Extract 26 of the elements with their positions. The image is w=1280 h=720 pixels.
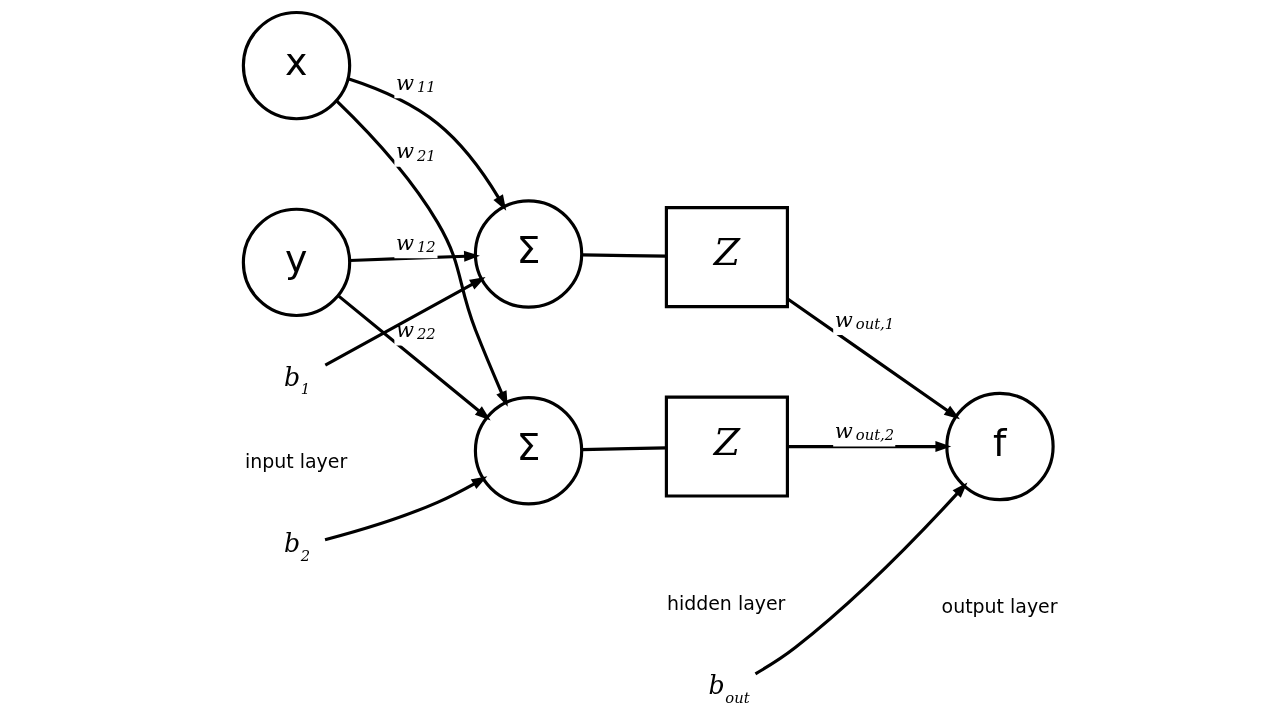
node-text: b$_{1}$	[283, 362, 311, 398]
arrow	[335, 99, 508, 407]
node-circle: y	[241, 207, 352, 318]
arrow	[324, 476, 488, 542]
edge-label: wout,1	[834, 306, 895, 332]
edge-label: w21	[395, 138, 436, 164]
edge-label: wout,2	[834, 418, 895, 444]
arrow	[754, 482, 968, 676]
node-text: b$_{2}$	[283, 528, 311, 564]
node-box: Z	[664, 206, 789, 309]
arrow	[786, 297, 960, 420]
connector	[582, 253, 667, 258]
label: hidden layer	[666, 592, 786, 615]
edge-label: w22	[395, 317, 436, 343]
arrow	[347, 77, 507, 211]
arrow	[349, 250, 480, 263]
arrow	[787, 441, 952, 453]
node-box: Z	[664, 395, 789, 498]
label: output layer	[941, 595, 1058, 618]
arrow	[324, 277, 486, 367]
node-circle: x	[241, 10, 352, 121]
arrow	[337, 294, 491, 421]
label: input layer	[244, 450, 348, 473]
node-text: b$_{out}$	[708, 671, 750, 706]
connector	[581, 446, 667, 452]
node-circle: Σ	[473, 199, 584, 309]
